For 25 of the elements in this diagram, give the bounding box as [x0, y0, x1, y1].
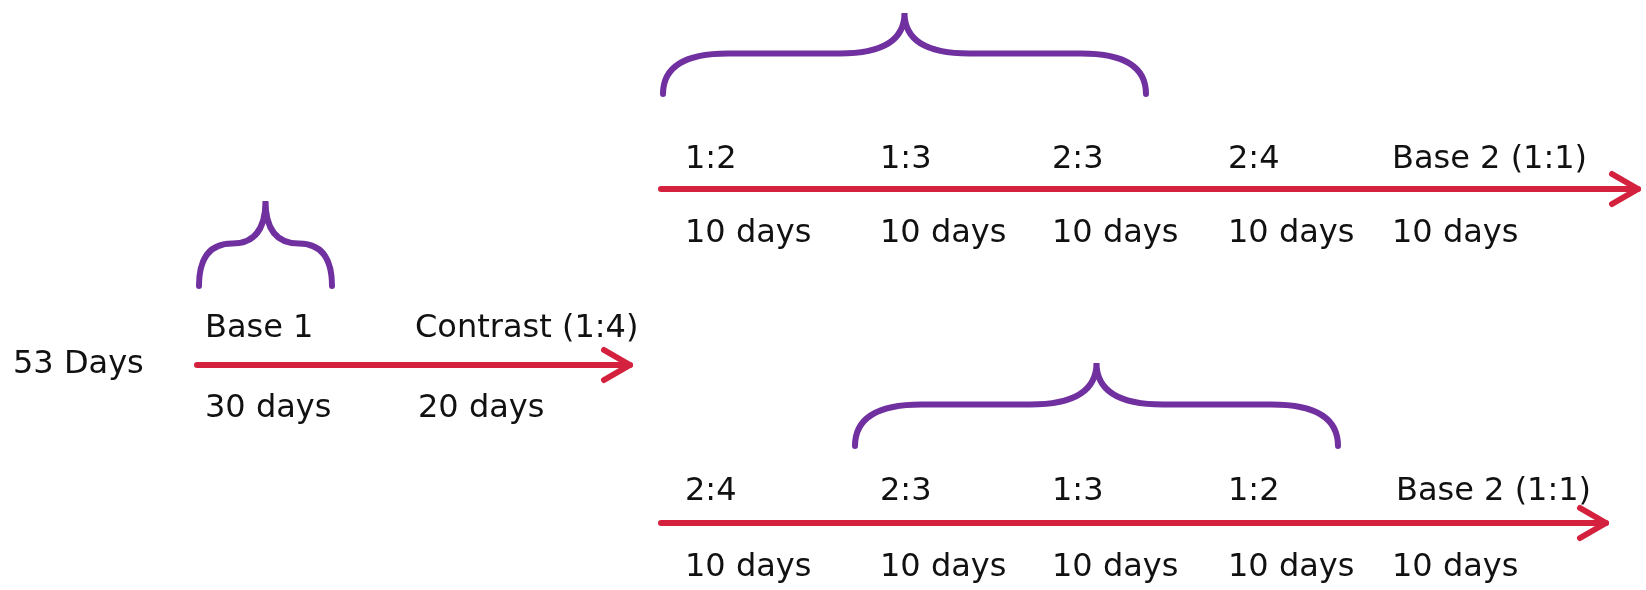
timeline-label: 1:2: [1228, 473, 1280, 505]
timeline-label: 10 days: [1228, 549, 1355, 581]
timeline-label: Base 2 (1:1): [1396, 473, 1592, 505]
timeline-label: 2:3: [880, 473, 932, 505]
timeline-label: Base 2 (1:1): [1392, 141, 1588, 173]
timeline-label: 30 days: [205, 390, 332, 422]
timeline-label: 10 days: [685, 549, 812, 581]
timeline-label: 10 days: [1392, 215, 1519, 247]
timeline-label: 1:3: [880, 141, 932, 173]
timeline-label: Base 1: [205, 310, 314, 342]
timeline-label: Contrast (1:4): [415, 310, 639, 342]
timeline-label: 10 days: [1052, 215, 1179, 247]
timeline-label: 1:2: [685, 141, 737, 173]
timeline-label: 20 days: [418, 390, 545, 422]
timeline-label: 10 days: [880, 549, 1007, 581]
timeline-label: 10 days: [880, 215, 1007, 247]
timeline-label: 10 days: [1392, 549, 1519, 581]
timeline-label: 10 days: [685, 215, 812, 247]
timeline-label: 10 days: [1052, 549, 1179, 581]
timeline-label: 2:3: [1052, 141, 1104, 173]
timeline-label: 2:4: [685, 473, 737, 505]
timeline-label: 10 days: [1228, 215, 1355, 247]
timeline-label: 53 Days: [13, 346, 144, 378]
timeline-label: 1:3: [1052, 473, 1104, 505]
timeline-label: 2:4: [1228, 141, 1280, 173]
